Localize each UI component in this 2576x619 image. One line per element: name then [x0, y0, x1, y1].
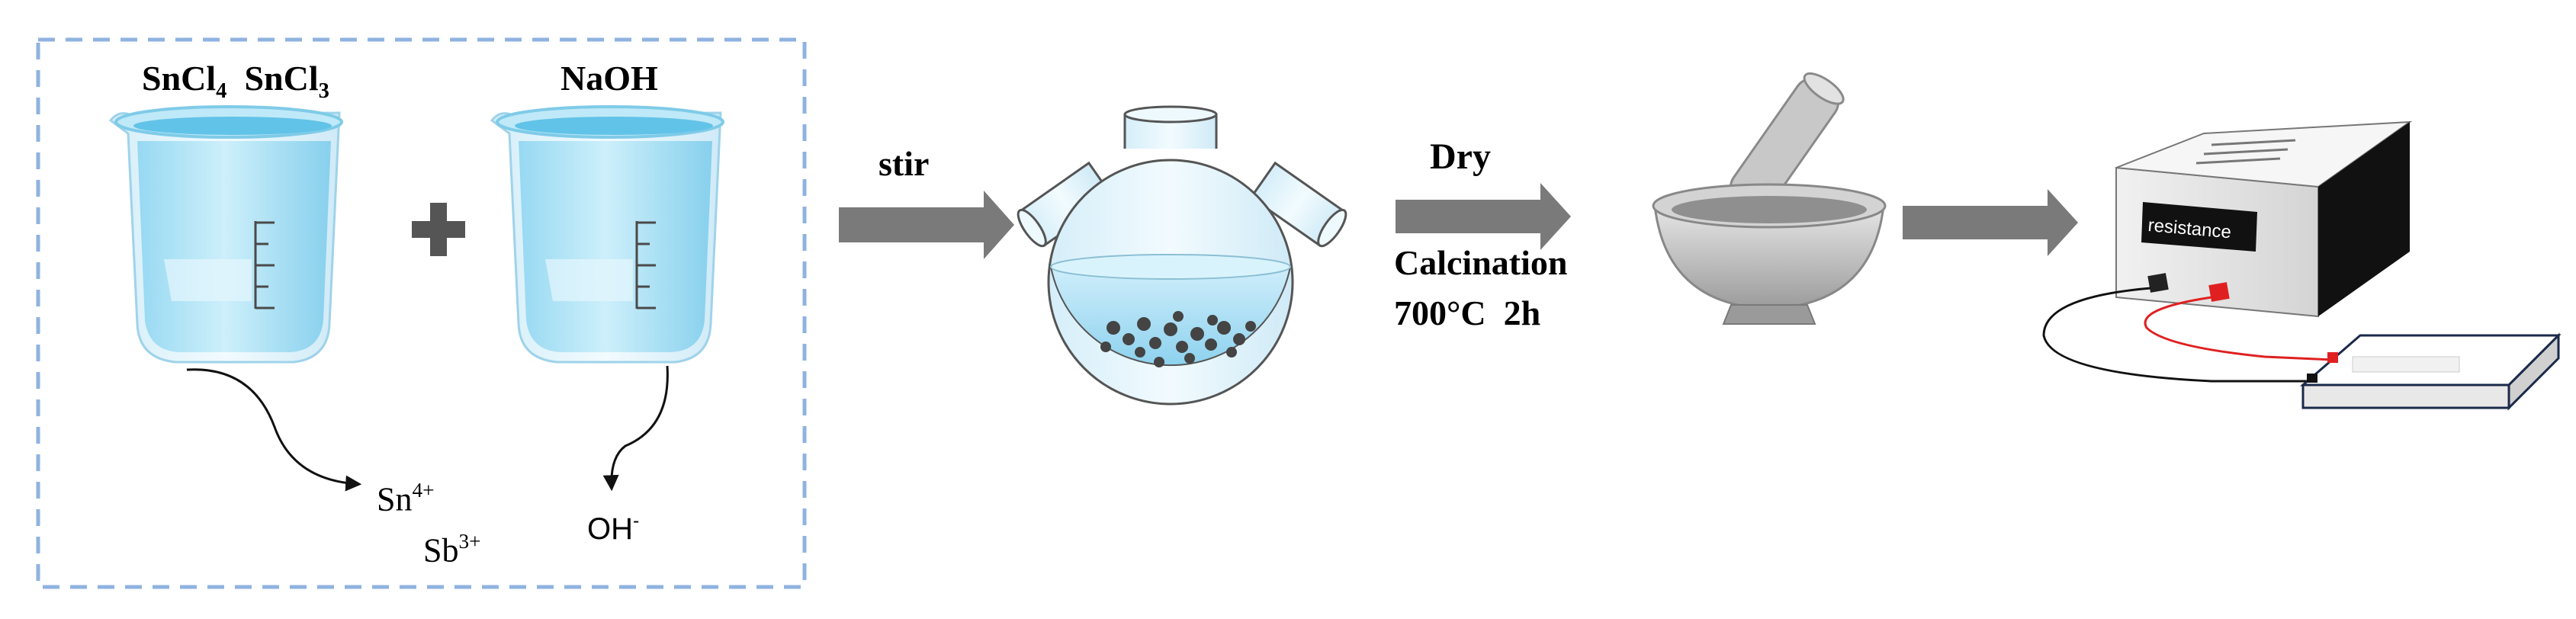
beaker-naoh: [490, 105, 724, 364]
black-lead-wire: [2042, 287, 2314, 383]
plus-icon: [412, 203, 465, 256]
ion-hydroxide: OH-: [587, 511, 640, 547]
mortar-and-pestle: [1652, 72, 1887, 325]
stir-arrow: [839, 191, 1014, 259]
dry-arrow: [1396, 183, 1571, 250]
step-calcination-label: Calcination: [1394, 243, 1568, 282]
step-dry-label: Dry: [1430, 136, 1491, 177]
grind-arrow: [1903, 189, 2078, 256]
ion-arrow-tin: [186, 368, 362, 492]
ion-tin: Sn4+: [377, 479, 435, 518]
step-conditions-label: 700°C 2h: [1394, 293, 1541, 332]
ion-antimony: Sb3+: [423, 530, 481, 569]
beaker2-label: NaOH: [560, 59, 658, 98]
beaker-tin-chlorides: [108, 105, 343, 364]
three-neck-flask: [1017, 105, 1347, 406]
ion-arrow-hydroxide: [602, 365, 669, 492]
resistance-meter: [2115, 120, 2413, 318]
sensor-substrate: [2299, 332, 2562, 411]
red-lead-wire: [2144, 296, 2334, 361]
beaker1-label: SnCl4 SnCl3: [142, 59, 329, 103]
step-stir-label: stir: [878, 144, 930, 183]
